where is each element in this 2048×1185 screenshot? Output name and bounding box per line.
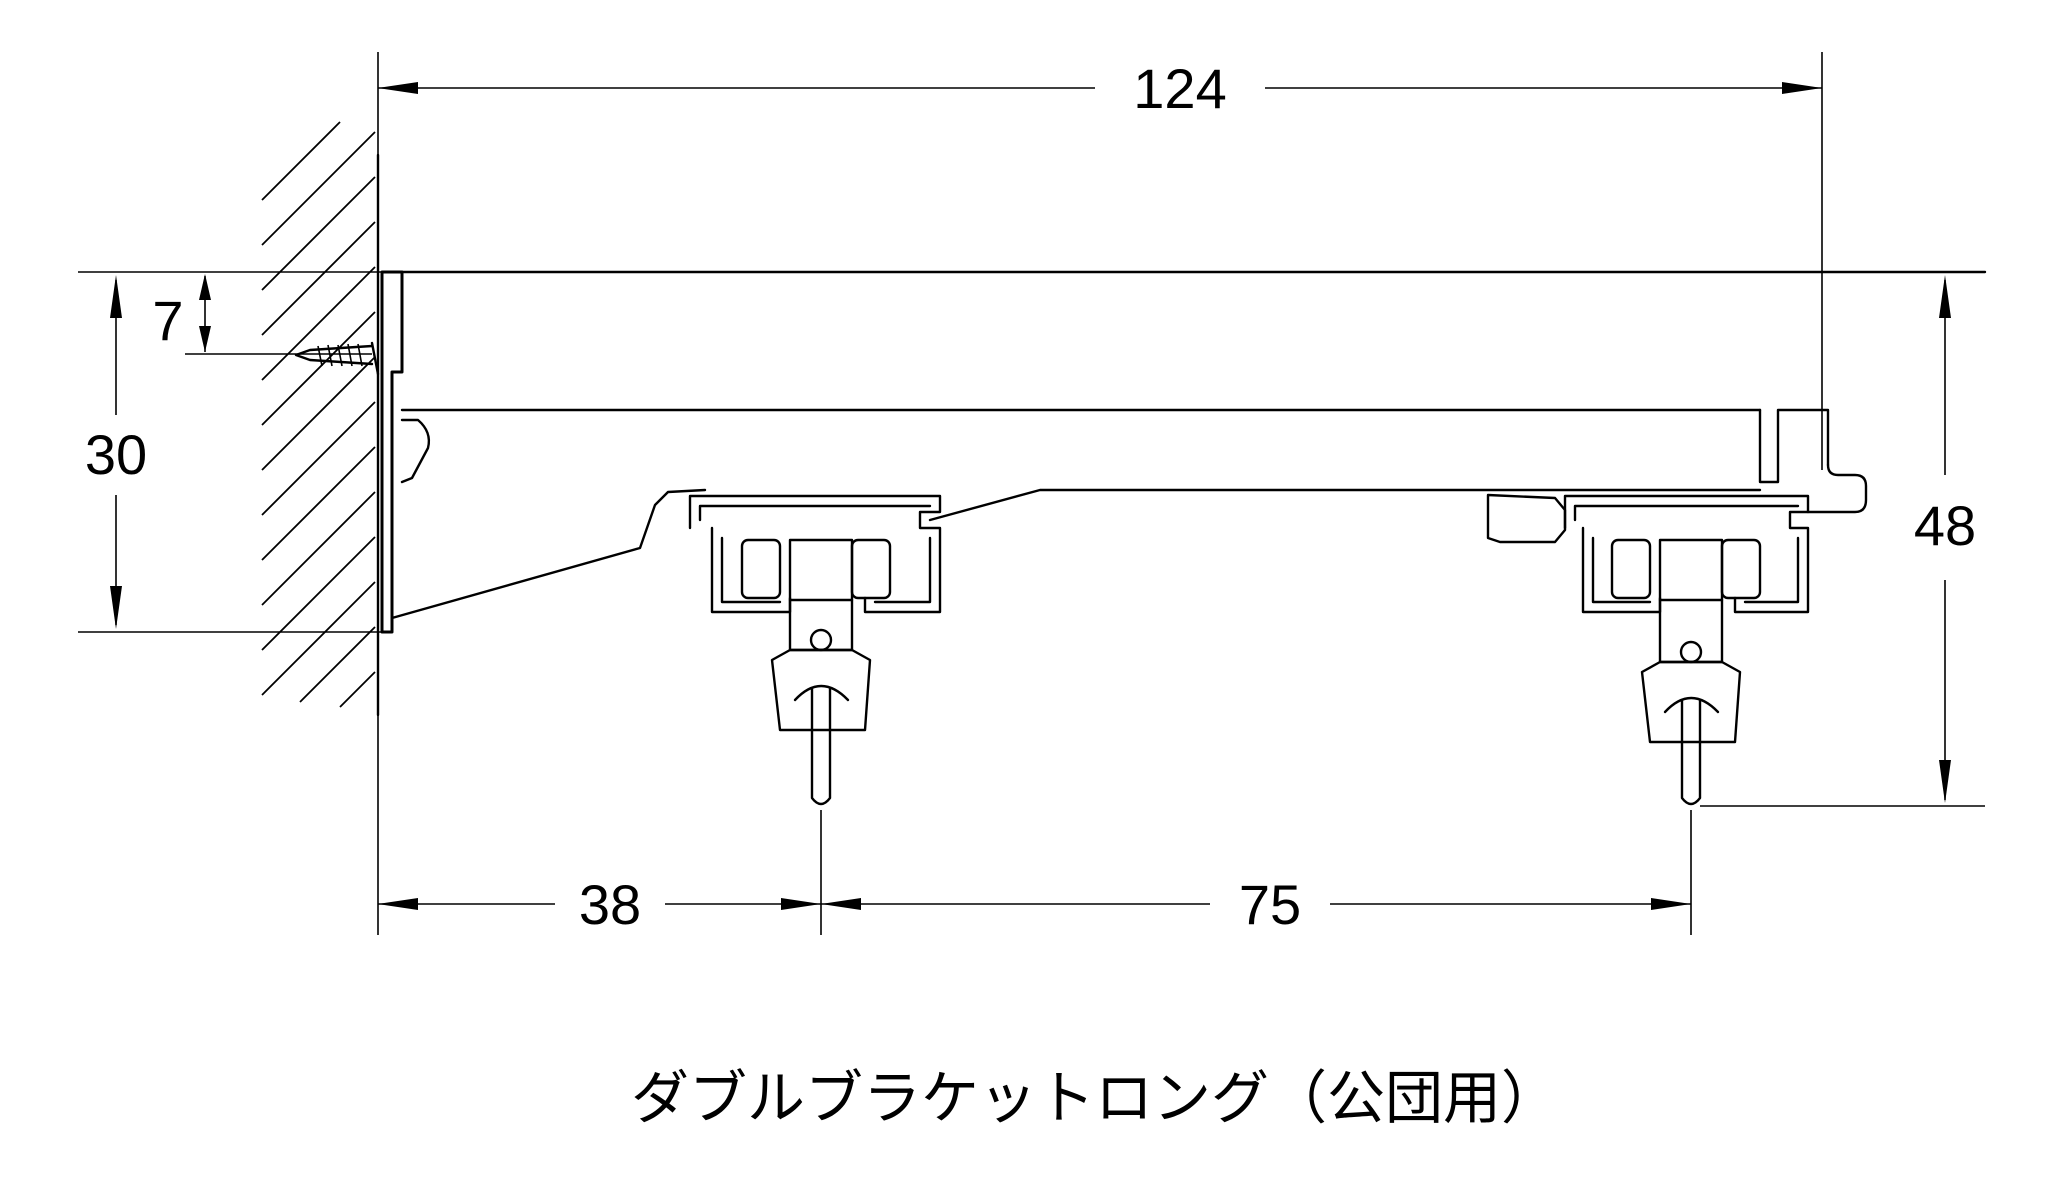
- bracket-arm: [390, 270, 1987, 620]
- dimension-label-75: 75: [1239, 873, 1301, 936]
- wall-hatching: [261, 121, 376, 708]
- wall-plate: [380, 270, 404, 634]
- dimension-label-30: 30: [85, 423, 147, 486]
- dimension-label-124: 124: [1133, 57, 1226, 120]
- dimension-label-38: 38: [579, 873, 641, 936]
- dimension-label-7: 7: [152, 289, 183, 352]
- dimension-wall-plate-height: 30: [78, 271, 392, 633]
- left-hook-icon: [770, 598, 872, 806]
- right-runner-rail: [1486, 493, 1810, 614]
- right-hook-icon: [1640, 598, 1742, 806]
- dimension-label-48: 48: [1914, 494, 1976, 557]
- dimension-overall-length: 124: [377, 52, 1823, 470]
- dimension-runner-positions: 38 75: [377, 632, 1692, 936]
- dimension-bracket-height: 48: [1700, 275, 1985, 807]
- dimension-screw-offset: 7: [152, 274, 372, 355]
- screw-icon: [294, 341, 380, 376]
- diagram-title: ダブルブラケットロング（公団用）: [631, 1064, 1559, 1132]
- left-runner-rail: [688, 494, 942, 614]
